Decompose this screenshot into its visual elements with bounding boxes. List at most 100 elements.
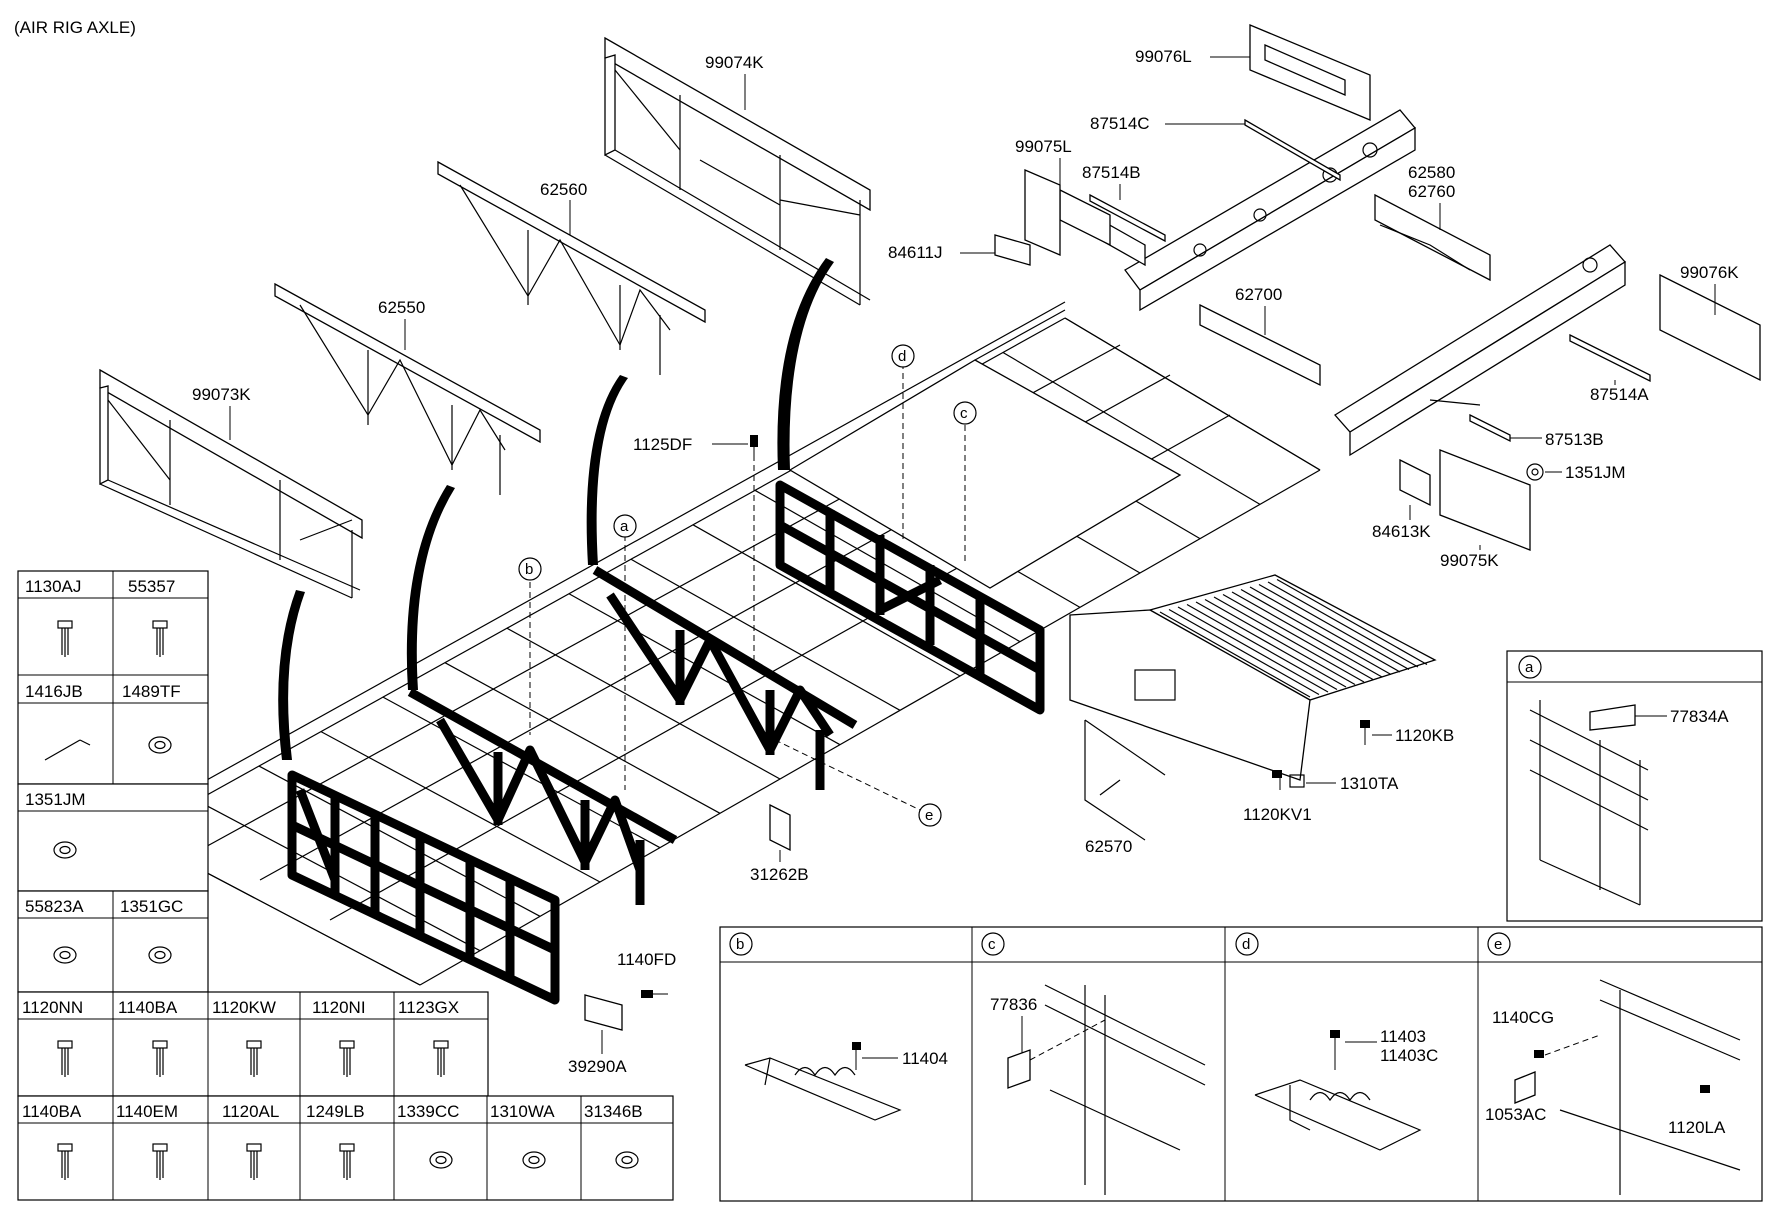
frame-member <box>444 662 721 814</box>
bracket-99075L <box>1024 169 1061 256</box>
fastener-1120KB <box>1360 720 1370 745</box>
label-77834A: 77834A <box>1670 707 1729 726</box>
rail-62580-62760 <box>1374 193 1491 282</box>
nut-hole-icon <box>435 1155 447 1165</box>
nut-hole-icon <box>528 1155 540 1165</box>
nut-icon <box>429 1151 453 1169</box>
bold-frame-rear <box>287 770 560 1005</box>
frame-member <box>1258 583 1410 671</box>
placement-arrows <box>278 258 834 760</box>
svg-text:d: d <box>898 348 906 365</box>
svg-text:c: c <box>988 936 996 953</box>
label-11403: 11403 <box>1380 1027 1426 1046</box>
frame-member <box>1186 603 1338 691</box>
ref-circle-b: b <box>518 557 542 581</box>
frame-member <box>630 558 901 711</box>
ref-circle-a: a <box>613 514 637 538</box>
frame-member <box>1168 608 1320 696</box>
hw-label: 1416JB <box>25 682 83 701</box>
nut-icon <box>53 946 77 964</box>
hw-label: 1120AL <box>222 1102 279 1121</box>
nut-icon <box>53 841 77 859</box>
hw-label: 1489TF <box>122 682 181 701</box>
hw-label: 1120KW <box>212 998 276 1017</box>
nut-hole-icon <box>59 845 71 855</box>
bracket-84611J <box>994 234 1031 266</box>
bolt-1125DF <box>750 435 758 460</box>
label-31262B: 31262B <box>750 865 809 884</box>
label-11403C: 11403C <box>1380 1046 1438 1065</box>
bold-frame-truss-2 <box>592 566 858 790</box>
label-1053AC: 1053AC <box>1485 1105 1546 1124</box>
strip-87514A <box>1569 333 1651 383</box>
svg-text:a: a <box>620 518 629 535</box>
label-1125DF: 1125DF <box>633 435 692 454</box>
frame-member <box>79 739 91 746</box>
ref-leaders <box>529 363 966 811</box>
frame-member <box>258 765 541 917</box>
label-62550: 62550 <box>378 298 425 317</box>
label-87514A: 87514A <box>1590 385 1649 404</box>
hw-label: 1123GX <box>398 998 459 1017</box>
frame-member <box>1159 611 1311 698</box>
nut-hole-icon <box>154 740 166 750</box>
frame-member <box>1267 581 1419 668</box>
frame-member <box>568 593 841 746</box>
bracket-84613K <box>1399 458 1431 507</box>
label-87514C: 87514C <box>1090 114 1150 133</box>
strip-87514B <box>1089 193 1166 243</box>
hw-label: 1249LB <box>306 1102 365 1121</box>
diagram-title: (AIR RIG AXLE) <box>14 18 136 37</box>
hw-label: 31346B <box>584 1102 643 1121</box>
bolt-1120KV1 <box>1272 770 1282 790</box>
hw-label: 1120NI <box>312 998 366 1017</box>
bracket-39290A <box>584 994 623 1031</box>
bolt-1140FD <box>641 990 668 998</box>
frame-member <box>1002 351 1261 505</box>
label-99076L: 99076L <box>1135 47 1192 66</box>
label-39290A: 39290A <box>568 1057 627 1076</box>
hw-label: 1140BA <box>118 998 178 1017</box>
label-84611J: 84611J <box>888 243 943 262</box>
label-1120KB: 1120KB <box>1395 726 1454 745</box>
frame-member <box>692 524 961 677</box>
detail-box-c: c 77836 <box>981 932 1206 1195</box>
label-62580: 62580 <box>1408 163 1455 182</box>
bold-frame-truss-1 <box>407 688 678 905</box>
truss-62560 <box>437 160 706 375</box>
svg-text:d: d <box>1242 936 1250 953</box>
nut-1310TA <box>1289 774 1305 788</box>
label-1351JM: 1351JM <box>1565 463 1625 482</box>
bracket-99075K <box>1439 449 1531 551</box>
label-1120LA: 1120LA <box>1668 1118 1726 1137</box>
label-1140FD: 1140FD <box>617 950 676 969</box>
nut-hole-icon <box>154 950 166 960</box>
frame-member <box>1222 593 1374 681</box>
floor-deck <box>1069 574 1437 781</box>
label-87513B: 87513B <box>1545 430 1604 449</box>
ref-circle-d: d <box>891 344 915 368</box>
frame-member <box>506 627 781 780</box>
label-84613K: 84613K <box>1372 522 1431 541</box>
frame-member <box>1276 578 1428 666</box>
detail-strip <box>719 926 1763 1202</box>
label-62700: 62700 <box>1235 285 1282 304</box>
frame-member <box>1231 591 1383 678</box>
detail-box-e: e 1140CG 1053AC 1120LA <box>1485 932 1741 1195</box>
ref-circle-c: c <box>953 401 977 425</box>
nut-icon <box>522 1151 546 1169</box>
hw-label: 1339CC <box>397 1102 459 1121</box>
nut-icon <box>148 946 172 964</box>
nut-hole-icon <box>59 950 71 960</box>
hw-label: 1351GC <box>120 897 183 916</box>
label-62560: 62560 <box>540 180 587 199</box>
frame-member <box>44 739 81 761</box>
svg-text:b: b <box>525 561 533 578</box>
detail-box-a: a 77834A <box>1506 650 1763 922</box>
nut-hole-icon <box>621 1155 633 1165</box>
hw-label: 55823A <box>25 897 84 916</box>
hardware-table: 1130AJ 55357 1416JB 1489TF 1351JM 55823A… <box>17 570 674 1201</box>
frame-member <box>1177 606 1329 693</box>
detail-box-b: b 11404 <box>729 932 948 1121</box>
